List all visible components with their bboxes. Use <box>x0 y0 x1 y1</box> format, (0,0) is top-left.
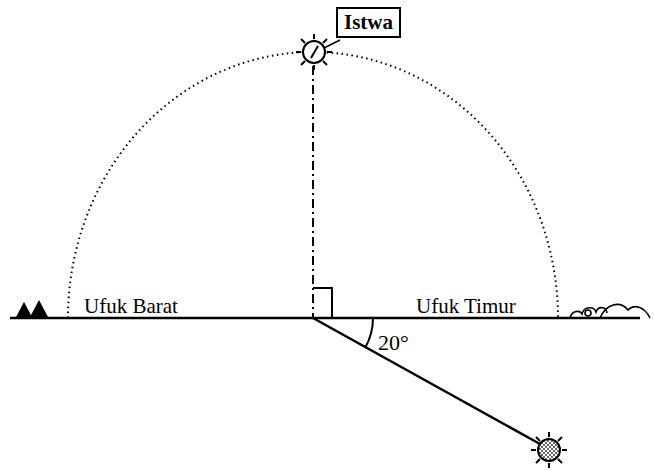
label-box: Istwa <box>336 7 401 38</box>
meridian-line <box>312 66 314 318</box>
depression-line <box>313 318 540 444</box>
horizon-label: Ufuk Timur <box>416 296 516 317</box>
angle-label: 20° <box>378 332 409 354</box>
box-text: Istwa <box>344 10 393 34</box>
sun-below-horizon <box>531 432 567 468</box>
horizon-line <box>10 317 640 320</box>
sun-zenith <box>296 34 332 70</box>
mountain-icons <box>12 300 56 319</box>
cloud-icons <box>570 304 650 318</box>
angle-arc <box>365 318 373 348</box>
sun-path-arc <box>68 52 558 318</box>
right-angle-mark <box>313 288 332 318</box>
leader-line <box>324 40 340 48</box>
horizon-label: Ufuk Barat <box>84 296 178 317</box>
